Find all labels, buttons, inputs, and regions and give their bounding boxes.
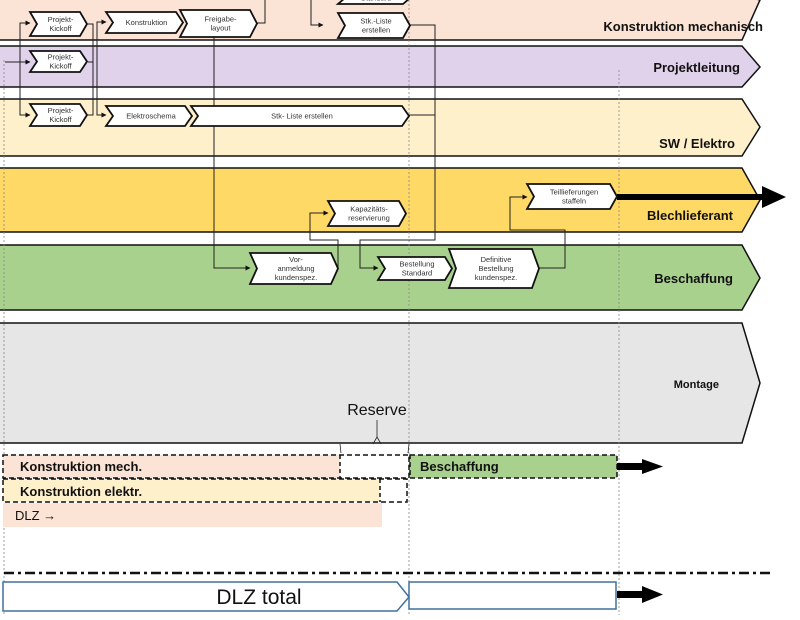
step-label: Teillieferungen — [550, 188, 598, 197]
lane-shape — [0, 322, 761, 444]
process-step-sw-elektroschema[interactable]: Elektroschema — [104, 105, 194, 127]
step-chevron — [104, 105, 194, 127]
step-label: Stk- Liste erstellen — [271, 112, 333, 121]
step-label: Kickoff — [49, 115, 72, 124]
step-label: Freigabe- — [204, 15, 237, 24]
lane-label: SW / Elektro — [659, 136, 735, 151]
connector — [85, 23, 94, 63]
step-chevron — [376, 256, 454, 281]
arrow-shaft — [617, 194, 765, 200]
arrow-head — [762, 186, 786, 208]
dlz-total-arrow — [617, 586, 663, 603]
reserve-brace — [372, 420, 382, 445]
lane-label: Projektleitung — [653, 60, 740, 75]
step-label: staffeln — [562, 197, 586, 206]
connector — [310, 0, 324, 28]
step-label: Bestellung — [399, 260, 434, 269]
step-label: Kickoff — [49, 62, 72, 71]
step-chevron — [28, 50, 89, 73]
step-chevron — [104, 11, 185, 34]
connector — [96, 62, 107, 118]
step-label: anmeldung — [277, 264, 314, 273]
lane-label: Montage — [674, 379, 719, 391]
lane-montage: Montage — [0, 322, 761, 444]
konstruktion-mech-bar — [3, 455, 340, 478]
step-chevron — [336, 12, 412, 39]
step-label: Stk.-Liste — [360, 17, 391, 26]
step-label: Standard — [361, 0, 391, 3]
process-step-pl-kickoff[interactable]: Projekt-Kickoff — [28, 50, 89, 73]
step-label: erstellen — [362, 26, 390, 35]
connector — [19, 20, 31, 62]
dlz-total-label: DLZ total — [216, 586, 301, 609]
beschaffung-bar — [410, 455, 617, 478]
step-chevron — [335, 0, 410, 5]
konstruktion-elektr-label: Konstruktion elektr. — [20, 484, 142, 499]
konstruktion-elektr-outline — [2, 478, 408, 503]
step-chevron — [248, 252, 339, 285]
konstruktion-elektr-bar — [3, 479, 380, 502]
dlz-total-chevron — [2, 581, 410, 612]
connector — [309, 210, 339, 269]
connector — [509, 194, 566, 269]
timeline: Reserve Konstruktion mech. Konstruktion … — [2, 402, 770, 612]
lane-shape — [0, 45, 761, 88]
guide-lines — [3, 0, 620, 615]
dlz-total-extension — [408, 581, 617, 610]
process-step-km-kickoff[interactable]: Projekt-Kickoff — [28, 11, 89, 37]
step-label: Bestellung — [478, 264, 513, 273]
konstruktion-mech-outline — [2, 454, 410, 479]
process-step-bl-kapazitaet[interactable]: Kapazitäts-reservierung — [326, 200, 408, 227]
step-label: Standard — [402, 269, 432, 278]
step-chevron — [447, 248, 540, 289]
process-step-km-freigabe[interactable]: Freigabe-layout — [178, 9, 259, 38]
connector — [19, 62, 31, 118]
step-label: kundenspez. — [475, 273, 518, 282]
beschaffung-arrow — [617, 459, 663, 474]
dlz-label: DLZ → — [15, 508, 56, 523]
process-step-km-standard[interactable]: Standard — [335, 0, 410, 5]
reserve-label: Reserve — [347, 402, 407, 419]
lane-label: Konstruktion mechanisch — [603, 19, 763, 34]
lane-label: Blechlieferant — [647, 208, 734, 223]
connector — [359, 24, 436, 271]
step-label: Kapazitäts- — [350, 205, 388, 214]
konstruktion-mech-label: Konstruktion mech. — [20, 459, 142, 474]
step-label: Konstruktion — [126, 18, 168, 27]
reserve-brace-ends — [339, 443, 410, 454]
step-label: Projekt- — [48, 106, 74, 115]
step-label: Definitive — [481, 255, 512, 264]
step-chevron — [525, 183, 619, 210]
step-chevron — [178, 9, 259, 38]
delivery-arrow — [617, 186, 786, 208]
step-chevron — [326, 200, 408, 227]
step-label: layout — [210, 24, 231, 33]
step-label: Elektroschema — [126, 112, 176, 121]
process-step-sw-stkliste[interactable]: Stk- Liste erstellen — [189, 105, 411, 127]
step-label: reservierung — [348, 214, 390, 223]
connectors — [5, 0, 566, 271]
beschaffung-label: Beschaffung — [420, 459, 499, 474]
process-step-km-konstruktion[interactable]: Konstruktion — [104, 11, 185, 34]
step-chevron — [189, 105, 411, 127]
step-label: Projekt- — [48, 53, 74, 62]
lane-label: Beschaffung — [654, 271, 733, 286]
step-label: Kickoff — [49, 24, 72, 33]
step-label: Projekt- — [48, 15, 74, 24]
dlz-bar — [3, 503, 382, 527]
lane-projektleitung: Projektleitung — [0, 45, 761, 88]
process-step-sw-kickoff[interactable]: Projekt-Kickoff — [28, 103, 89, 127]
step-label: kundenspez. — [275, 273, 318, 282]
step-label: Vor- — [289, 255, 303, 264]
connector — [96, 19, 107, 62]
step-chevron — [28, 11, 89, 37]
step-chevron — [28, 103, 89, 127]
